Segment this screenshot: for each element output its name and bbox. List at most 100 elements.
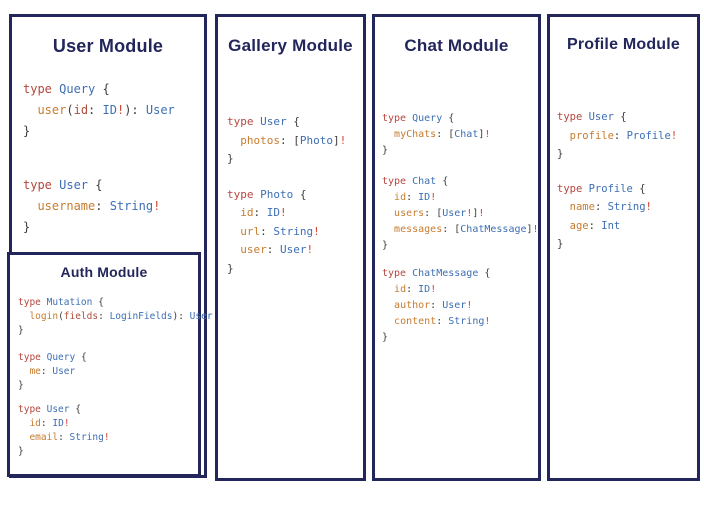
code-token-punctuation: {: [442, 113, 455, 124]
code-line: photos: [Photo]!: [227, 132, 363, 151]
code-token-punctuation: [557, 130, 570, 142]
code-token-field-name: url: [240, 224, 261, 238]
code-token-punctuation: :: [266, 243, 280, 256]
code-token-type-name: User: [280, 243, 307, 256]
code-token-type-name: LoginFields: [109, 311, 173, 322]
code-token-punctuation: :: [58, 432, 70, 443]
code-line: id: ID!: [227, 204, 363, 223]
code-token-punctuation: [18, 311, 29, 322]
code-token-type-name: ID: [266, 206, 280, 219]
code-line: type User {: [23, 175, 204, 196]
code-token-type-name: ID: [52, 418, 64, 429]
code-token-punctuation: [382, 300, 394, 311]
code-token-type-name: User: [260, 115, 287, 128]
code-line: url: String!: [227, 223, 363, 242]
code-token-punctuation: {: [293, 187, 307, 201]
code-token-field-name: photos: [240, 133, 280, 147]
code-line: age: Int: [557, 217, 697, 236]
code-token-punctuation: }: [18, 325, 24, 336]
code-token-keyword: type: [382, 176, 413, 187]
code-token-type-name: Photo: [260, 187, 294, 201]
code-token-punctuation: :: [594, 201, 608, 213]
code-area-chat-module: type Query { myChats: [Chat]!}type Chat …: [375, 111, 539, 346]
code-token-argument-name: fields: [63, 311, 99, 322]
code-token-punctuation: }: [227, 152, 234, 165]
code-token-type-name: Profile: [588, 182, 633, 195]
code-token-field-name: user: [37, 103, 67, 117]
code-token-punctuation: :: [613, 129, 627, 142]
code-token-non-null-bang: !: [280, 206, 287, 219]
code-area-user-module: type Query { user(id: ID!): User} type Us…: [12, 79, 204, 238]
code-token-field-name: id: [394, 284, 407, 295]
code-token-non-null-bang: !: [484, 129, 491, 140]
code-token-punctuation: }: [382, 240, 389, 251]
code-token-punctuation: }: [382, 145, 389, 156]
code-token-punctuation: ]: [333, 133, 340, 147]
code-token-punctuation: :: [88, 103, 103, 117]
panel-gallery-module: Gallery Module type User { photos: [Phot…: [215, 14, 366, 481]
code-token-field-name: id: [29, 418, 41, 429]
code-token-punctuation: [227, 243, 240, 256]
code-token-punctuation: }: [23, 220, 31, 234]
code-token-keyword: type: [227, 115, 261, 128]
code-token-punctuation: [382, 129, 394, 140]
code-token-non-null-bang: !: [116, 103, 125, 117]
code-token-type-name: User: [588, 111, 614, 123]
code-line: user: User!: [227, 241, 363, 260]
code-line: }: [18, 445, 198, 459]
type-definition-block: type Query { user(id: ID!): User}: [23, 79, 204, 142]
code-line: }: [382, 238, 538, 254]
code-token-type-name: ID: [102, 103, 117, 117]
code-line: }: [18, 379, 198, 393]
code-token-punctuation: [382, 316, 394, 327]
type-definition-block: type Chat { id: ID! users: [User!]! mess…: [382, 174, 539, 254]
type-definition-block: type User { username: String!}: [23, 175, 204, 238]
code-token-punctuation: :: [436, 316, 449, 327]
code-token-punctuation: (: [58, 311, 64, 322]
code-line: type Photo {: [227, 186, 363, 205]
code-token-punctuation: {: [286, 115, 300, 128]
code-token-keyword: type: [18, 404, 47, 415]
code-line: type User {: [557, 108, 697, 127]
code-token-punctuation: [382, 224, 394, 235]
panel-user-module: User Module type Query { user(id: ID!): …: [7, 14, 213, 478]
code-token-type-name: Chat: [454, 129, 479, 140]
code-token-punctuation: }: [18, 446, 24, 457]
code-line: user(id: ID!): User: [23, 100, 204, 121]
code-token-punctuation: :: [260, 224, 274, 238]
code-token-punctuation: ]: [472, 208, 479, 219]
type-definition-block: type User { id: ID! email: String!}: [18, 403, 198, 459]
panel-profile-module: Profile Module type User { profile: Prof…: [547, 14, 700, 481]
code-line: login(fields: LoginFields): User: [18, 310, 212, 324]
code-token-punctuation: {: [95, 82, 110, 96]
code-token-field-name: name: [569, 201, 595, 213]
code-token-type-name: String: [69, 432, 104, 443]
code-token-punctuation: :: [95, 199, 110, 213]
code-token-non-null-bang: !: [313, 224, 320, 238]
code-token-non-null-bang: !: [466, 208, 473, 219]
code-line: }: [18, 324, 198, 338]
panel-chat-module: Chat Module type Query { myChats: [Chat]…: [372, 14, 541, 481]
code-token-punctuation: [382, 208, 394, 219]
code-token-type-name: Query: [412, 113, 443, 124]
code-token-field-name: id: [240, 206, 254, 219]
type-definition-block: type Mutation { login(fields: LoginField…: [18, 296, 213, 338]
code-token-punctuation: ]: [478, 129, 485, 140]
code-token-argument-name: id: [73, 103, 89, 117]
code-token-type-name: String: [448, 316, 485, 327]
code-token-non-null-bang: !: [339, 133, 347, 147]
code-line: }: [23, 217, 204, 238]
code-token-punctuation: :: [588, 219, 602, 232]
code-line: messages: [ChatMessage]!: [382, 222, 539, 238]
code-token-type-name: User: [145, 103, 175, 117]
type-definition-block: type ChatMessage { id: ID! author: User!…: [382, 266, 538, 346]
code-line: email: String!: [18, 431, 198, 445]
type-definition-block: type User { photos: [Photo]!}: [227, 113, 363, 169]
code-token-punctuation: [382, 284, 394, 295]
code-token-type-name: User: [189, 311, 213, 322]
code-token-punctuation: }: [557, 238, 564, 250]
code-token-punctuation: }: [227, 261, 234, 275]
code-line: type Query {: [18, 351, 198, 365]
code-token-punctuation: {: [613, 111, 627, 123]
code-token-keyword: type: [557, 111, 589, 123]
